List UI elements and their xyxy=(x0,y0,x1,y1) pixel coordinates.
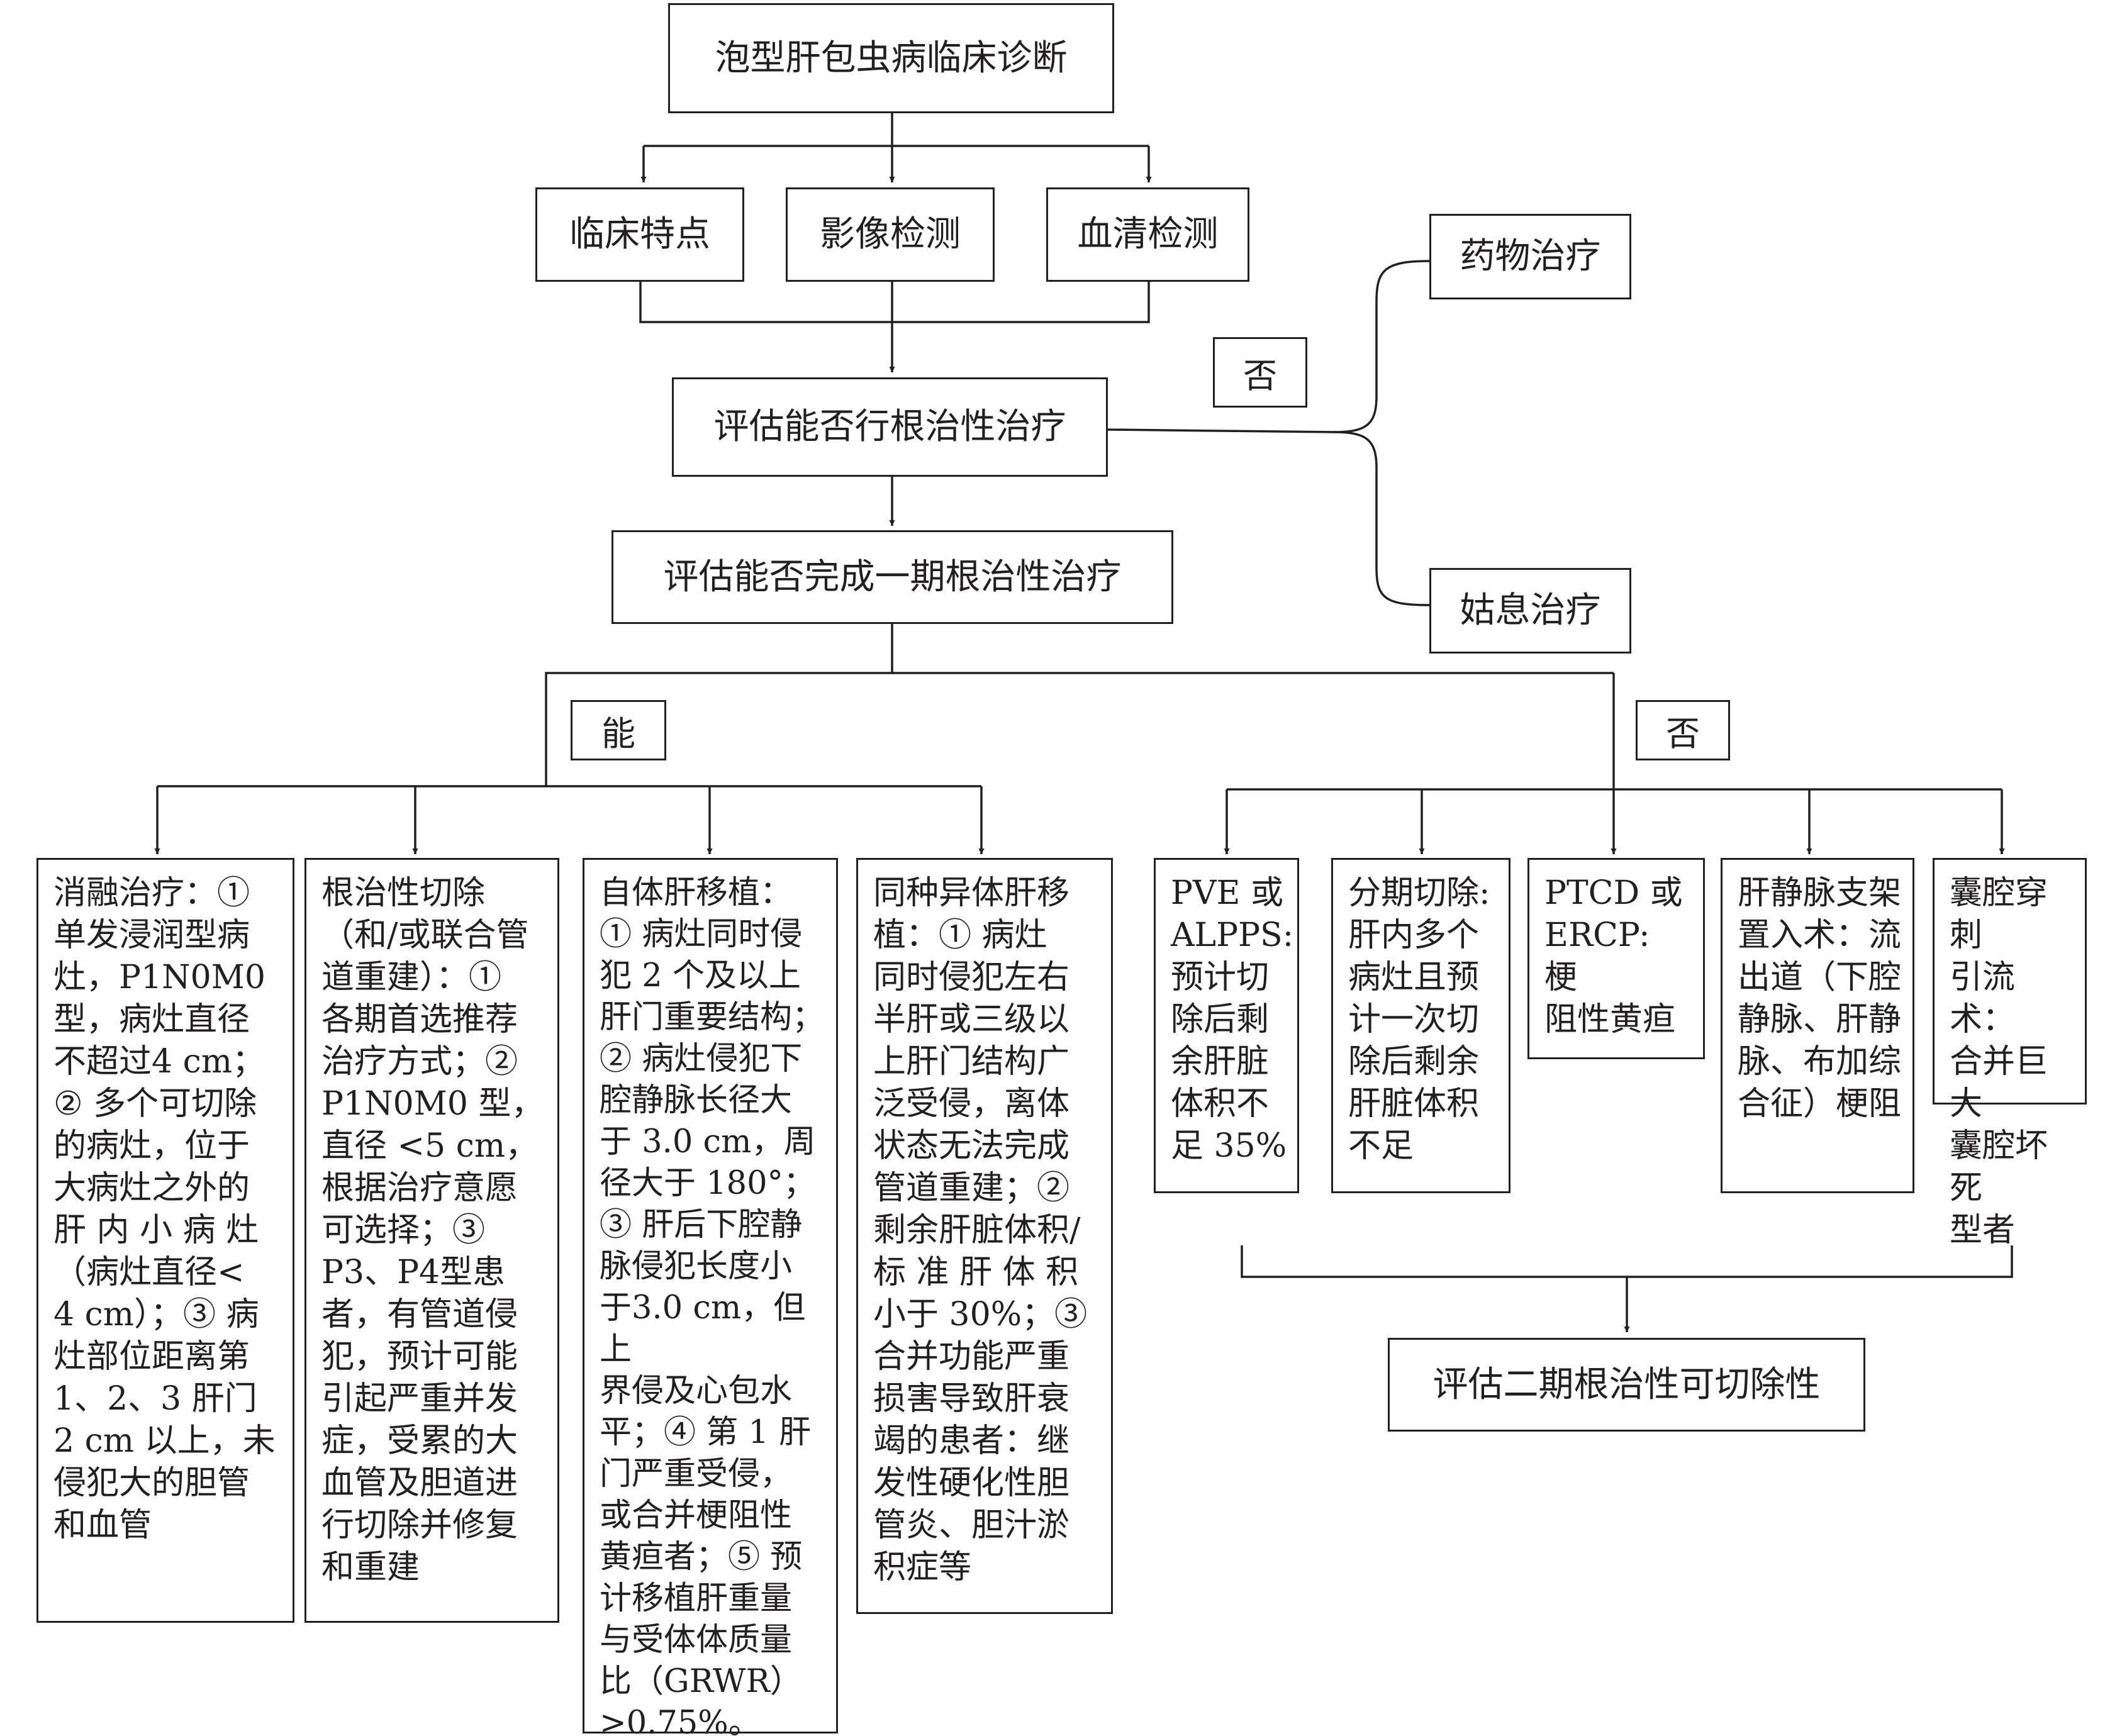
cyst-drainage-option-box: 囊腔穿刺 引流术： 合并巨大 囊腔坏死 型者 xyxy=(1933,858,2087,1249)
drug-treatment-label: 药物治疗 xyxy=(1460,236,1601,277)
resection-option-text: 根治性切除 （和/或联合管 道重建）：① 各期首选推荐 治疗方式；② P1N0M… xyxy=(321,874,544,1586)
imaging-box: 影像检测 xyxy=(786,187,995,282)
allotransplant-option-text: 同种异体肝移 植：① 病灶 同时侵犯左右 半肝或三级以 上肝门结构广 泛受侵，离… xyxy=(873,874,1088,1586)
palliative-treatment-box: 姑息治疗 xyxy=(1429,568,1631,654)
resection-option-box: 根治性切除 （和/或联合管 道重建）：① 各期首选推荐 治疗方式；② P1N0M… xyxy=(304,858,559,1623)
assess-stage1-label: 评估能否完成一期根治性治疗 xyxy=(663,556,1122,598)
ablation-option-text: 消融治疗：① 单发浸润型病 灶，P1N0M0 型，病灶直径 不超过4 cm； ②… xyxy=(53,874,276,1544)
ptcd-ercp-option-text: PTCD 或 ERCP: 梗 阻性黄疸 xyxy=(1544,874,1683,1038)
assess-radical-box: 评估能否行根治性治疗 xyxy=(672,377,1108,477)
serum-label: 血清检测 xyxy=(1077,214,1219,255)
assess-stage1-box: 评估能否完成一期根治性治疗 xyxy=(611,530,1173,624)
ptcd-ercp-option-box: PTCD 或 ERCP: 梗 阻性黄疸 xyxy=(1527,858,1705,1059)
ablation-option-box: 消融治疗：① 单发浸润型病 灶，P1N0M0 型，病灶直径 不超过4 cm； ②… xyxy=(36,858,294,1623)
palliative-treatment-label: 姑息治疗 xyxy=(1460,590,1601,632)
hepatic-vein-stent-option-box: 肝静脉支架 置入术：流 出道（下腔 静脉、肝静 脉、布加综 合征）梗阻 xyxy=(1721,858,1914,1193)
pve-alpps-option-box: PVE 或 ALPPS: 预计切 除后剩 余肝脏 体积不 足 35% xyxy=(1154,858,1299,1193)
yes-label: 能 xyxy=(571,700,666,760)
autotransplant-option-text: 自体肝移植： ① 病灶同时侵 犯 2 个及以上 肝门重要结构； ② 病灶侵犯下 … xyxy=(600,874,825,1736)
merge-line-diagnostics xyxy=(639,282,1150,323)
line-to-brace xyxy=(1107,428,1337,433)
staged-resection-option-text: 分期切除: 肝内多个 病灶且预 计一次切 除后剩余 肝脏体积 不足 xyxy=(1348,874,1490,1165)
clinical-box: 临床特点 xyxy=(535,187,744,282)
no-label-right: 否 xyxy=(1636,700,1730,760)
imaging-label: 影像检测 xyxy=(820,214,961,255)
clinical-label: 临床特点 xyxy=(569,214,710,255)
bracket-no-options xyxy=(1241,1245,2013,1278)
cyst-drainage-option-text: 囊腔穿刺 引流术： 合并巨大 囊腔坏死 型者 xyxy=(1950,874,2048,1249)
root-title: 泡型肝包虫病临床诊断 xyxy=(715,37,1068,79)
line-yes-branch xyxy=(545,624,893,786)
serum-box: 血清检测 xyxy=(1046,187,1249,282)
staged-resection-option-box: 分期切除: 肝内多个 病灶且预 计一次切 除后剩余 肝脏体积 不足 xyxy=(1331,858,1510,1193)
assess-stage2-label: 评估二期根治性可切除性 xyxy=(1432,1364,1821,1405)
root-box: 泡型肝包虫病临床诊断 xyxy=(668,3,1114,113)
allotransplant-option-box: 同种异体肝移 植：① 病灶 同时侵犯左右 半肝或三级以 上肝门结构广 泛受侵，离… xyxy=(856,858,1113,1614)
assess-stage2-box: 评估二期根治性可切除性 xyxy=(1388,1338,1865,1432)
drug-treatment-box: 药物治疗 xyxy=(1429,214,1631,299)
hepatic-vein-stent-option-text: 肝静脉支架 置入术：流 出道（下腔 静脉、肝静 脉、布加综 合征）梗阻 xyxy=(1738,874,1902,1123)
brace-no-branch xyxy=(1333,260,1430,606)
pve-alpps-option-text: PVE 或 ALPPS: 预计切 除后剩 余肝脏 体积不 足 35% xyxy=(1171,874,1294,1165)
assess-radical-label: 评估能否行根治性治疗 xyxy=(713,406,1066,448)
no-label-top: 否 xyxy=(1213,337,1307,408)
autotransplant-option-box: 自体肝移植： ① 病灶同时侵 犯 2 个及以上 肝门重要结构； ② 病灶侵犯下 … xyxy=(583,858,838,1736)
